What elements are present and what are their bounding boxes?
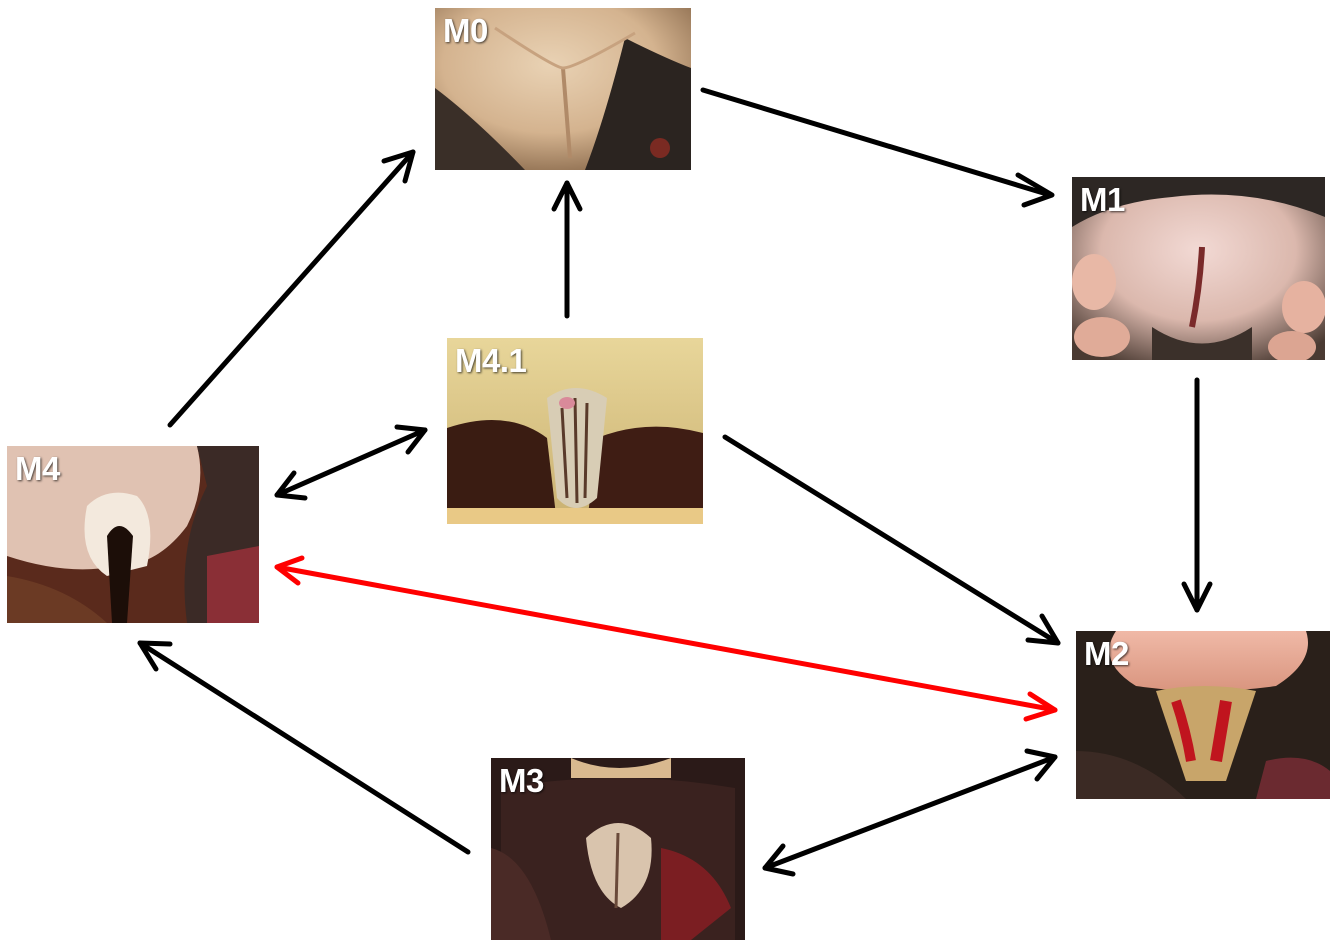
photo-m2: M2 (1076, 631, 1330, 799)
arrowhead-icon (381, 149, 416, 184)
arrowhead-icon (137, 640, 173, 672)
photo-m3-image (491, 758, 745, 940)
photo-m3: M3 (491, 758, 745, 940)
photo-m4: M4 (7, 446, 259, 623)
photo-m4-image (7, 446, 259, 623)
arrowhead-icon (274, 555, 305, 586)
node-label-m4: M4 (15, 450, 60, 487)
edge-m4-1-to-m0 (551, 180, 583, 319)
edge-m3-m2-bidirectional (762, 748, 1058, 877)
arrowhead-icon (1023, 691, 1058, 722)
arrowhead-icon (274, 470, 308, 501)
arrowhead-icon (1181, 581, 1213, 613)
node-label-m1: M1 (1080, 181, 1125, 218)
photo-m0-image (435, 8, 691, 170)
photo-m4-1-image (447, 338, 703, 524)
arrowhead-icon (551, 180, 583, 212)
edge-m4-m2-bidirectional-red (274, 555, 1058, 722)
arrowhead-icon (762, 843, 796, 877)
photo-m0: M0 (435, 8, 691, 170)
edge-m3-to-m4 (137, 640, 471, 855)
arrowhead-icon (394, 424, 428, 455)
photo-m2-image (1076, 631, 1330, 799)
photo-m1-image (1072, 177, 1325, 360)
arrowhead-icon (1024, 748, 1058, 782)
arrowhead-icon (1015, 172, 1055, 208)
photo-m4-1: M4.1 (447, 338, 703, 524)
node-label-m0: M0 (443, 12, 488, 49)
edge-m4-m4-1-bidirectional (274, 424, 428, 501)
edge-m4-to-m0 (167, 149, 416, 428)
node-label-m3: M3 (499, 762, 544, 799)
edge-m0-to-m1 (700, 87, 1055, 208)
node-label-m2: M2 (1084, 635, 1129, 672)
arrowhead-icon (1025, 613, 1061, 646)
edge-m1-to-m2 (1181, 377, 1213, 613)
node-label-m4-1: M4.1 (455, 342, 527, 379)
photo-m1: M1 (1072, 177, 1325, 360)
edge-m4-1-to-m2 (722, 434, 1061, 646)
